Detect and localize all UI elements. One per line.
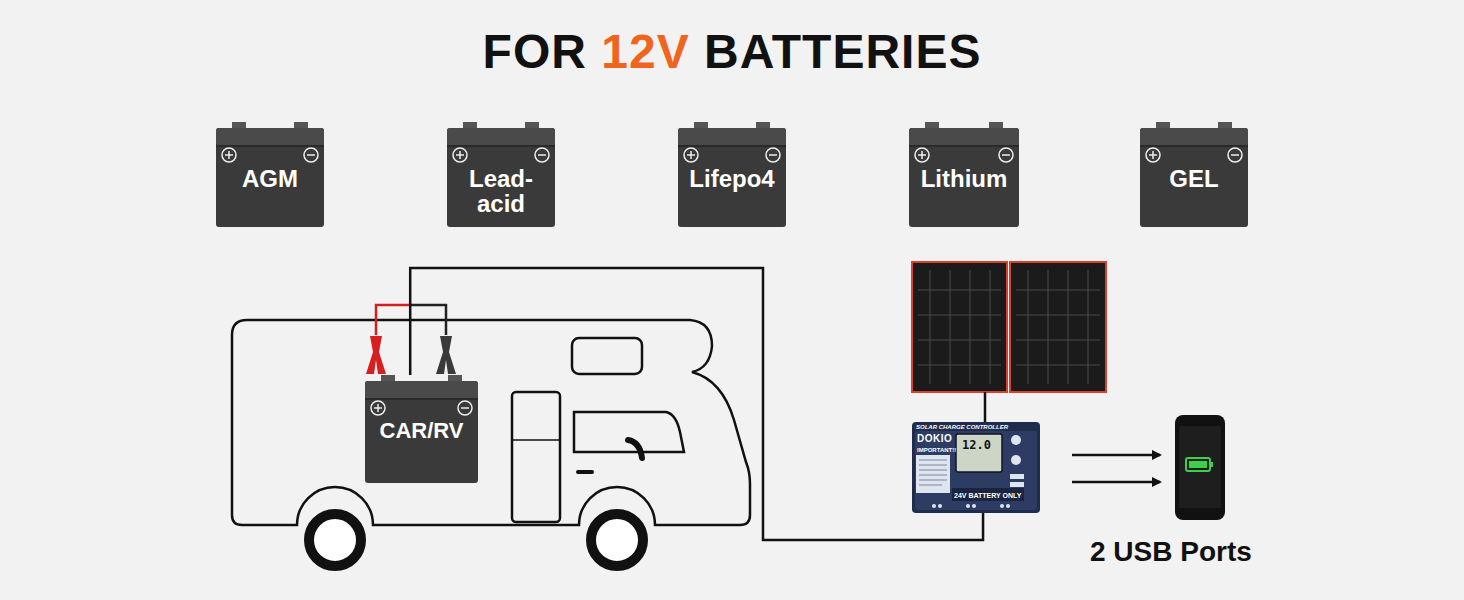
- phone: [1175, 415, 1225, 520]
- black-clamp-wire: [410, 305, 446, 335]
- battery-box: AGM: [216, 122, 324, 227]
- rv-wheel: [309, 514, 361, 566]
- battery-label: GEL: [1140, 166, 1248, 191]
- controller-text: 24V BATTERY ONLY: [954, 492, 1021, 499]
- rv-window: [572, 338, 642, 374]
- solar-panel: [912, 262, 1106, 392]
- battery-label: CAR/RV: [365, 419, 478, 442]
- rv-outline: [232, 320, 750, 525]
- rv-wheel: [591, 514, 643, 566]
- battery-box: Lead-acid: [447, 122, 555, 227]
- usb-arrow: [1072, 454, 1160, 457]
- red-clamp: [366, 336, 386, 374]
- wire-connector: [410, 268, 983, 540]
- battery-box: Lifepo4: [678, 122, 786, 227]
- rv-door: [512, 392, 560, 522]
- battery-label: Lead-acid: [447, 166, 555, 216]
- battery-box: GEL: [1140, 122, 1248, 227]
- charge-controller: SOLAR CHARGE CONTROLLER DOKIO 12.0IMPORTAN…: [912, 422, 1040, 513]
- rv-door-line: [512, 439, 560, 441]
- black-clamp: [436, 336, 456, 374]
- battery-box: CAR/RV: [365, 375, 478, 483]
- panel-wire: [984, 392, 987, 422]
- red-clamp-wire: [376, 305, 410, 335]
- battery-label: Lithium: [909, 166, 1019, 191]
- battery-label: AGM: [216, 166, 324, 191]
- battery-label: Lifepo4: [678, 166, 786, 191]
- controller-text: DOKIO: [917, 433, 952, 444]
- controller-text: SOLAR CHARGE CONTROLLER: [916, 424, 1008, 430]
- rv-mirror: [628, 440, 642, 458]
- rv-handle: [578, 470, 592, 474]
- port-label: 2 USB Ports: [1090, 536, 1252, 568]
- usb-arrow: [1072, 481, 1160, 484]
- controller-text: 12.0: [962, 438, 991, 452]
- battery-box: Lithium: [909, 122, 1019, 227]
- title: FOR 12V BATTERIES: [0, 24, 1464, 79]
- controller-text: IMPORTANT!!: [917, 447, 956, 453]
- rv-cab-window: [574, 412, 684, 452]
